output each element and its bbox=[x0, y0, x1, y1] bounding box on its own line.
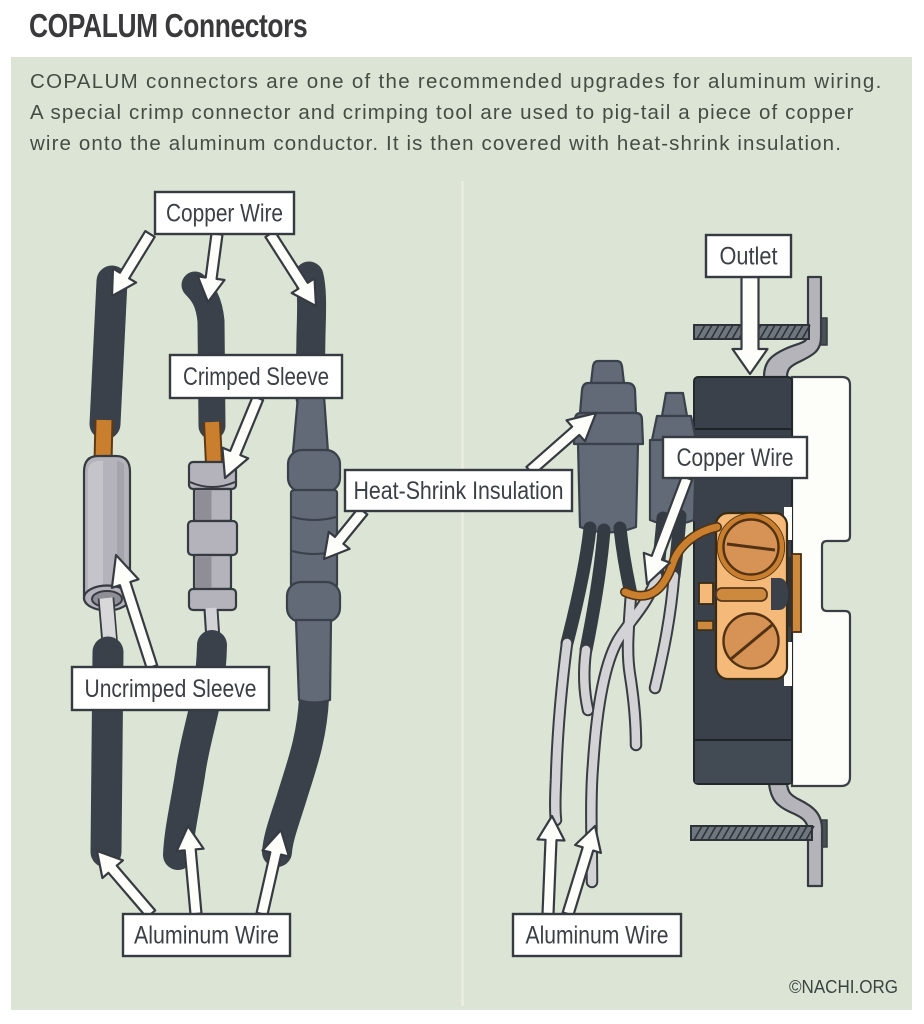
svg-text:Uncrimped Sleeve: Uncrimped Sleeve bbox=[85, 675, 257, 703]
svg-text:Heat-Shrink Insulation: Heat-Shrink Insulation bbox=[354, 477, 564, 505]
svg-text:Aluminum Wire: Aluminum Wire bbox=[526, 922, 669, 950]
svg-text:Copper Wire: Copper Wire bbox=[677, 444, 794, 472]
svg-text:Copper Wire: Copper Wire bbox=[166, 200, 283, 228]
svg-text:Crimped Sleeve: Crimped Sleeve bbox=[183, 363, 329, 391]
svg-text:Aluminum Wire: Aluminum Wire bbox=[134, 922, 279, 950]
svg-text:©NACHI.ORG: ©NACHI.ORG bbox=[789, 976, 898, 997]
svg-text:Outlet: Outlet bbox=[720, 243, 778, 271]
